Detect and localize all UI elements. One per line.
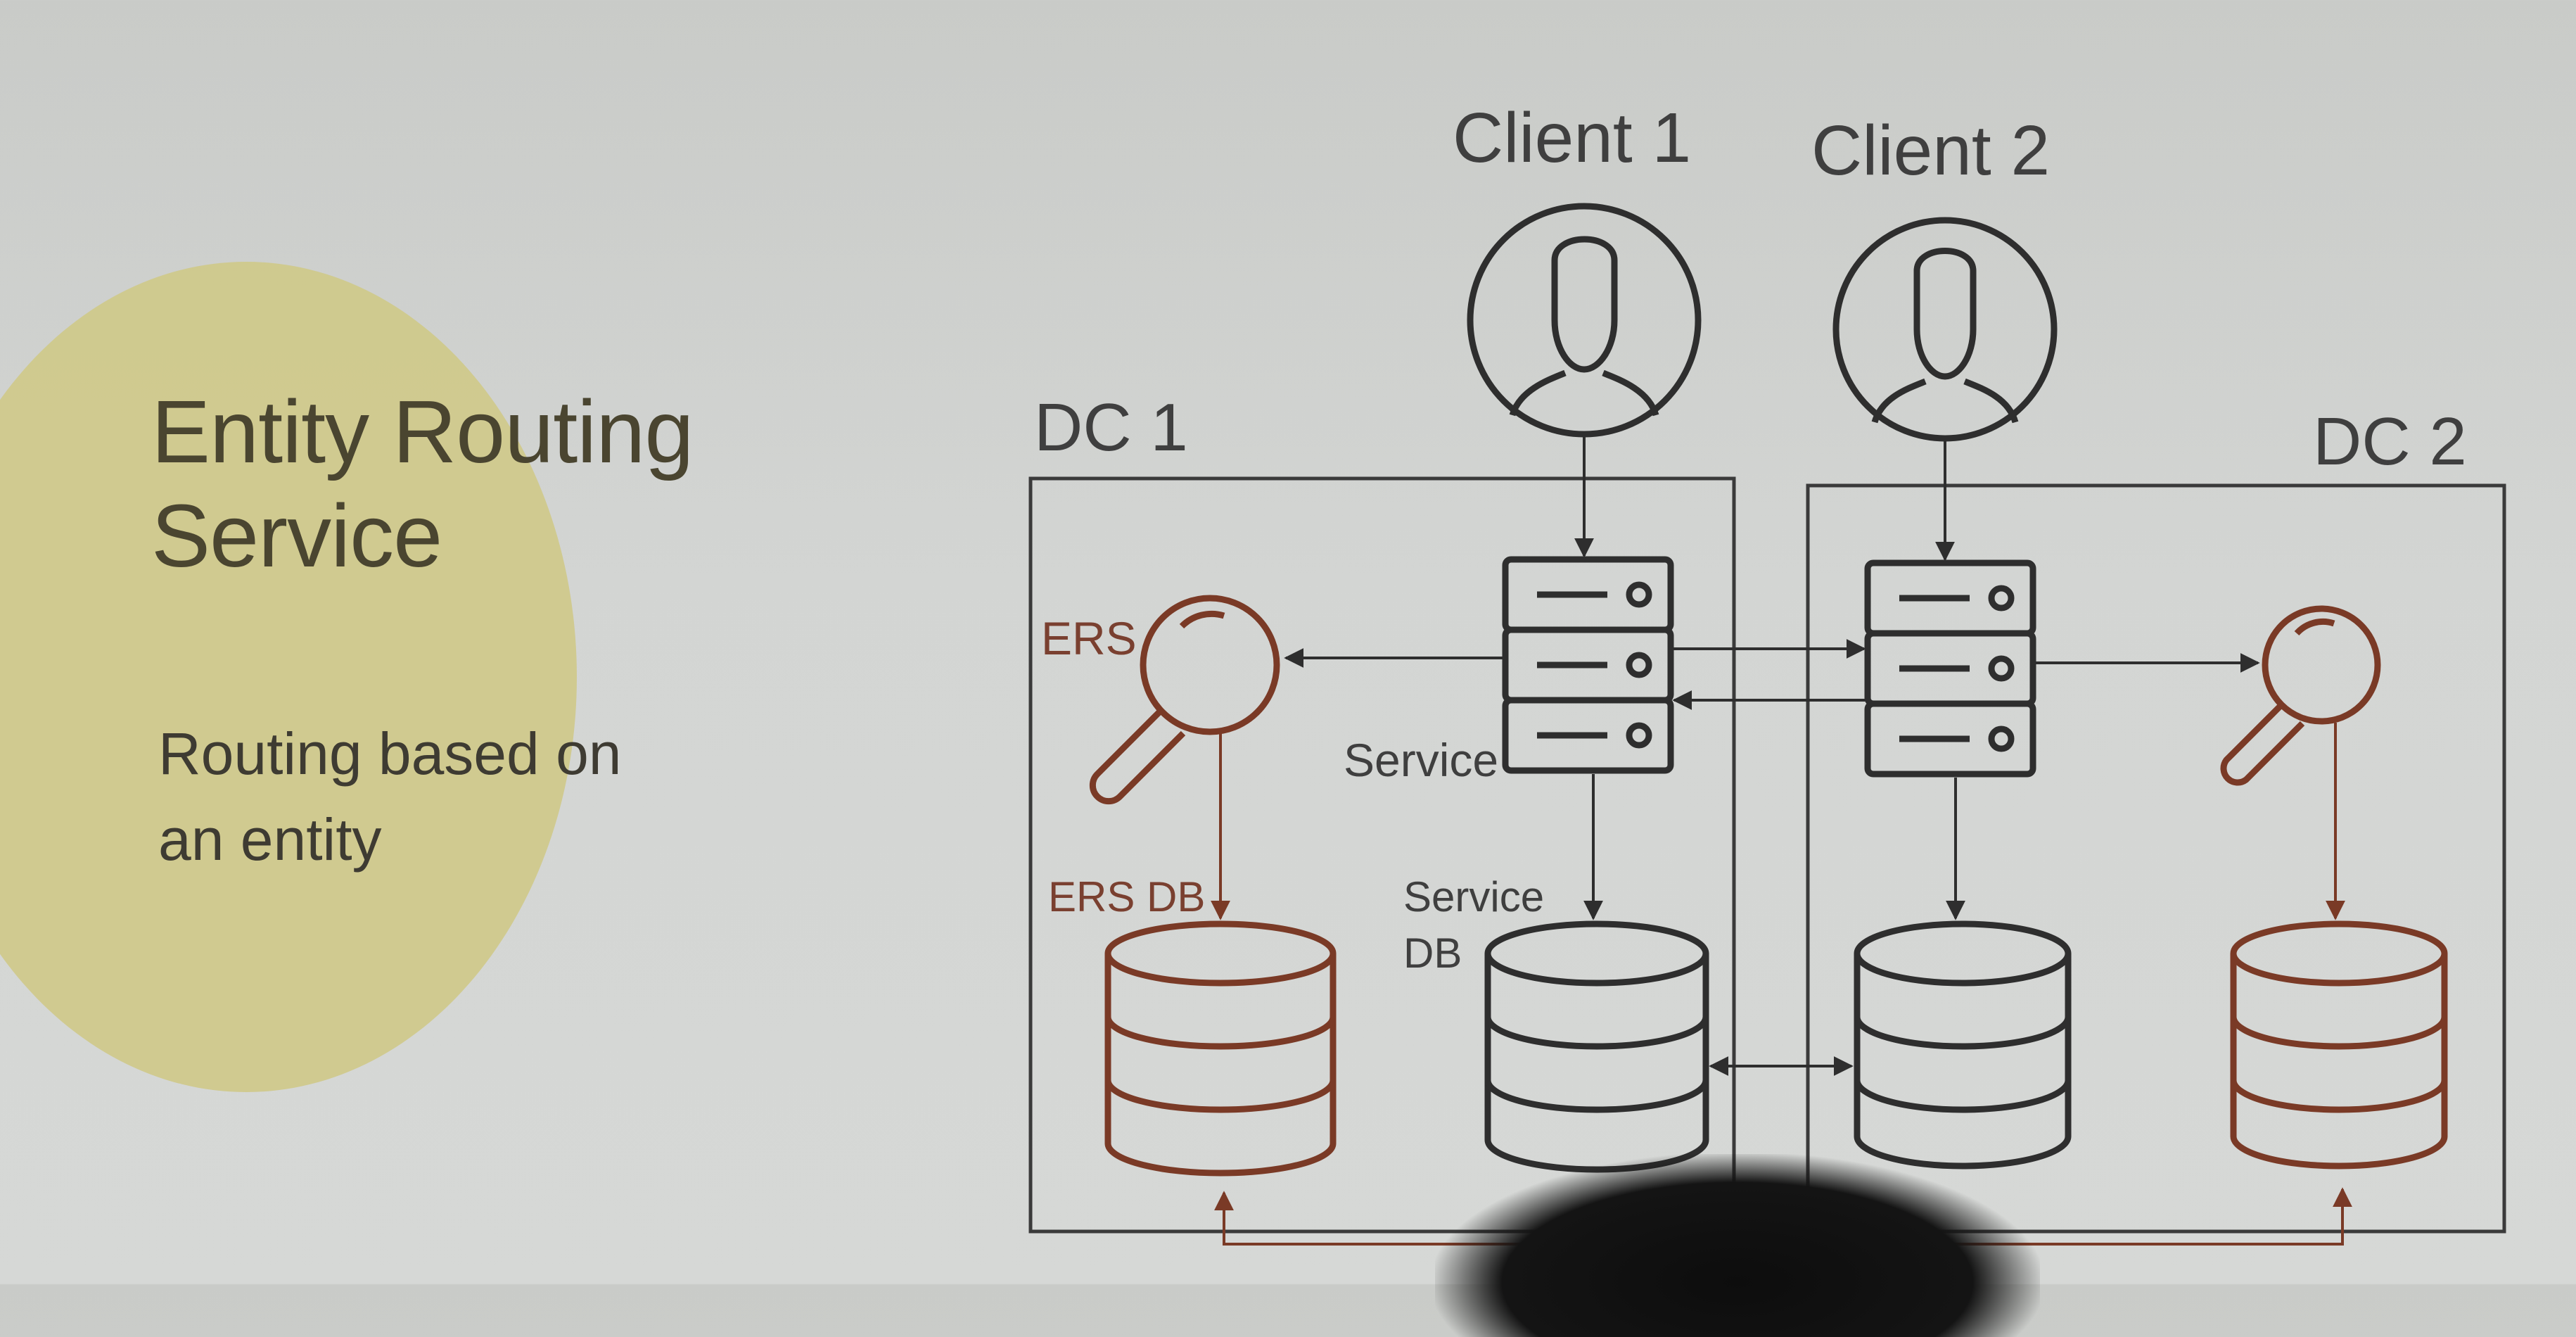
dc-2-server-icon xyxy=(1864,559,2036,778)
ers-db-label: ERS DB xyxy=(1048,873,1205,920)
dc-2-label: DC 2 xyxy=(2313,404,2467,479)
dc-1-label: DC 1 xyxy=(1034,390,1188,465)
dc-1-server-icon xyxy=(1502,556,1674,774)
client-2-label: Client 2 xyxy=(1811,111,2050,190)
subtitle-line-2: an entity xyxy=(158,806,382,873)
dc-2-search-icon xyxy=(2220,605,2381,786)
dc-1-search-icon xyxy=(1089,595,1280,805)
dc-1-service-database-icon xyxy=(1484,920,1709,1173)
client-1-user-icon xyxy=(1467,203,1702,438)
audience-head-silhouette xyxy=(1435,1154,2040,1337)
architecture-diagram: Client 1 Client 2 DC 1 DC 2 Service ERS xyxy=(1028,99,2506,1246)
client-1-label: Client 1 xyxy=(1453,99,1691,177)
dc-2-box xyxy=(1806,483,2506,1234)
dc-1-ers-database-icon xyxy=(1104,920,1337,1177)
subtitle-line-1: Routing based on xyxy=(158,721,622,787)
title-line-2: Service xyxy=(151,486,442,585)
dc-2-ers-database-icon xyxy=(2230,920,2448,1170)
service-db-label-line-2: DB xyxy=(1403,930,1462,977)
highlight-circle xyxy=(0,262,577,1092)
slide-title: Entity Routing Service xyxy=(151,380,694,588)
slide-subtitle: Routing based on an entity xyxy=(158,711,622,882)
service-label: Service xyxy=(1344,734,1498,786)
ers-label: ERS xyxy=(1041,612,1137,664)
service-db-label-line-1: Service xyxy=(1403,873,1544,920)
title-line-1: Entity Routing xyxy=(151,382,694,481)
dc-2-service-database-icon xyxy=(1854,920,2072,1170)
client-2-user-icon xyxy=(1832,217,2058,442)
dc-1-box xyxy=(1028,476,1736,1234)
